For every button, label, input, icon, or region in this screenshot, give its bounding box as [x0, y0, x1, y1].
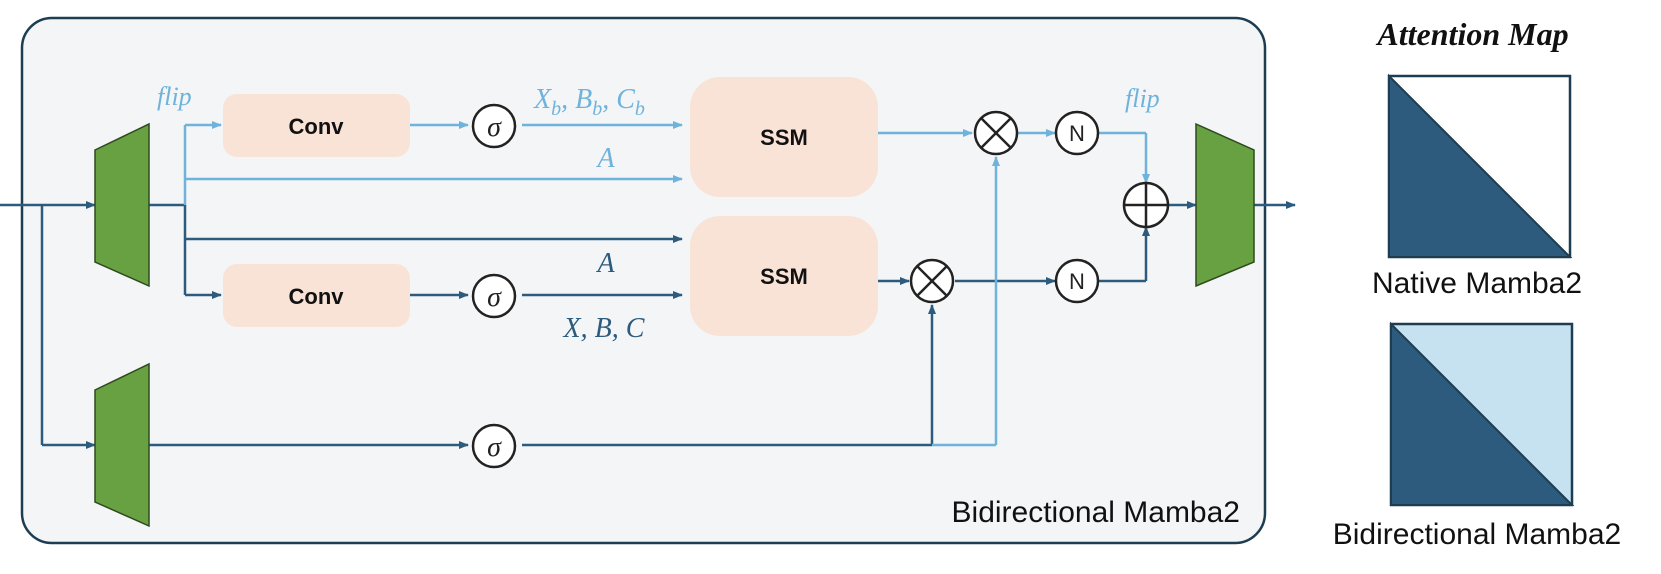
multiply-icon	[909, 258, 955, 304]
conv-box-bottom	[223, 264, 410, 327]
input-projection-bottom	[94, 362, 150, 528]
attention-map-title: Attention Map	[1375, 16, 1568, 52]
conv-label-bottom: Conv	[289, 284, 345, 309]
sigma-label: σ	[487, 282, 502, 313]
sigma-gate: σ	[471, 423, 517, 469]
norm-label: N	[1069, 121, 1085, 146]
a-label-bottom: A	[595, 248, 615, 279]
ssm-box-top	[690, 77, 878, 197]
flip-label-right: flip	[1125, 84, 1160, 113]
conv-label-top: Conv	[289, 114, 345, 139]
block-caption: Bidirectional Mamba2	[952, 496, 1240, 529]
norm-top: N	[1054, 110, 1100, 156]
bottom-ssm-inputs-label: X, B, C	[563, 313, 645, 344]
sigma-label: σ	[487, 432, 502, 463]
input-projection-top	[94, 122, 150, 288]
bidirectional-attention-map	[1389, 321, 1575, 507]
top-ssm-inputs-label: Xb, Bb, Cb	[533, 84, 645, 120]
a-label-top: A	[595, 143, 615, 174]
native-attention-map	[1387, 73, 1573, 259]
ssm-label-bottom: SSM	[760, 264, 808, 289]
sigma-top: σ	[471, 103, 517, 149]
norm-label: N	[1069, 269, 1085, 294]
ssm-label-top: SSM	[760, 125, 808, 150]
flip-label-left: flip	[157, 82, 192, 111]
sigma-middle: σ	[471, 273, 517, 319]
forward-path-lines	[0, 201, 1296, 449]
sigma-label: σ	[487, 112, 502, 143]
norm-bottom: N	[1054, 258, 1100, 304]
ssm-box-bottom	[690, 216, 878, 336]
add-icon	[1122, 181, 1170, 229]
native-mamba2-label: Native Mamba2	[1372, 267, 1582, 300]
backward-path-lines	[183, 121, 1150, 447]
bidirectional-mamba2-label: Bidirectional Mamba2	[1333, 518, 1621, 551]
output-projection	[1195, 122, 1255, 288]
multiply-icon	[973, 110, 1019, 156]
conv-box-top	[223, 94, 410, 157]
